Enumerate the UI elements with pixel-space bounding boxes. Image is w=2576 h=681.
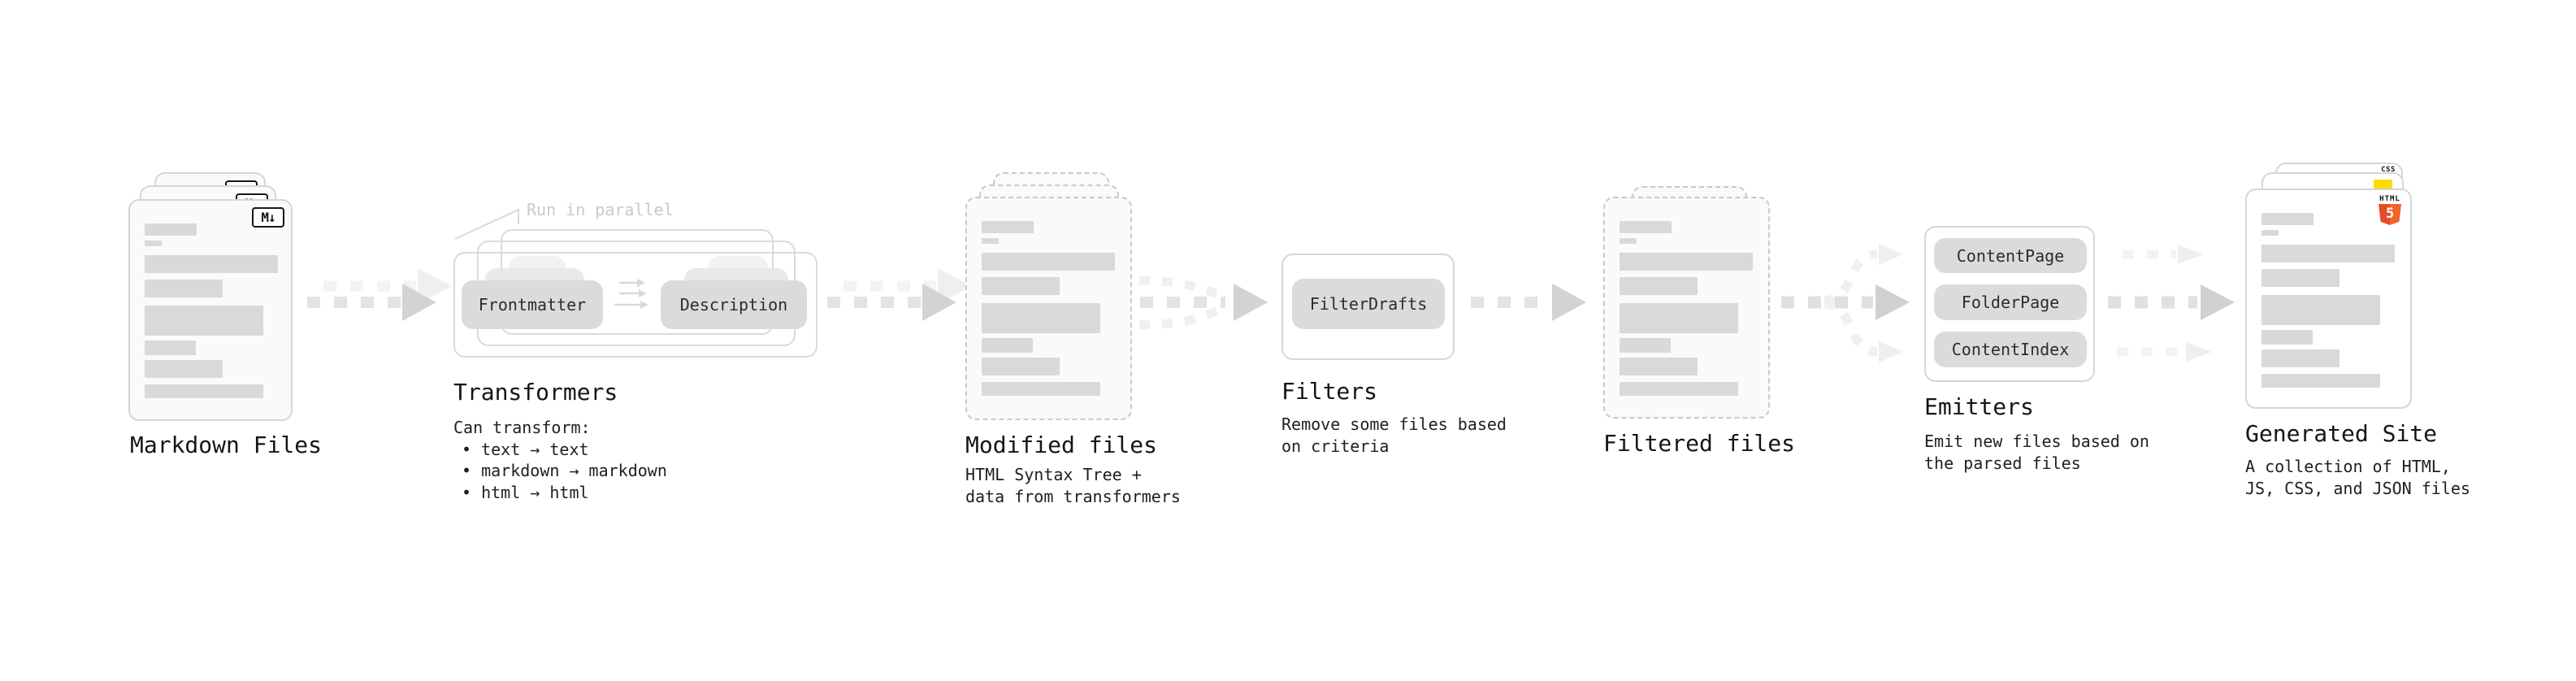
- file-content-placeholder: [2262, 213, 2395, 388]
- description-line: Remove some files based: [1281, 414, 1507, 434]
- description-line: HTML Syntax Tree +: [965, 465, 1142, 484]
- transformer-node-frontmatter: Frontmatter: [462, 280, 603, 329]
- modified-files-description: HTML Syntax Tree + data from transformer…: [965, 464, 1181, 507]
- html5-word: HTML: [2379, 195, 2400, 203]
- transformers-description: Can transform: • text → text • markdown …: [453, 417, 667, 503]
- description-line: A collection of HTML,: [2245, 457, 2451, 476]
- description-line: • html → html: [462, 482, 589, 502]
- filters-description: Remove some files based on criteria: [1281, 414, 1507, 457]
- stage-title-emitters: Emitters: [1924, 393, 2034, 420]
- stage-title-transformers: Transformers: [453, 379, 618, 406]
- emitter-node-contentpage: ContentPage: [1934, 238, 2087, 273]
- description-line: the parsed files: [1924, 453, 2081, 473]
- transformers-box-front: [453, 252, 817, 358]
- description-line: on criteria: [1281, 436, 1390, 456]
- stage-title-filters: Filters: [1281, 378, 1378, 405]
- description-line: JS, CSS, and JSON files: [2245, 478, 2470, 498]
- description-line: Can transform:: [453, 418, 591, 437]
- stage-title-generated-site: Generated Site: [2245, 420, 2438, 447]
- file-content-placeholder: [1620, 221, 1753, 396]
- emitter-node-contentindex: ContentIndex: [1934, 332, 2087, 367]
- run-in-parallel-label: Run in parallel: [527, 200, 674, 219]
- description-line: data from transformers: [965, 486, 1181, 506]
- markdown-icon: M↓: [252, 207, 284, 228]
- emitters-description: Emit new files based on the parsed files: [1924, 431, 2149, 474]
- js-icon: [2374, 180, 2392, 189]
- filter-node-filterdrafts: FilterDrafts: [1292, 279, 1445, 329]
- file-card-front: [965, 197, 1132, 420]
- stage-title-markdown-files: Markdown Files: [130, 432, 323, 458]
- stage-title-modified-files: Modified files: [965, 432, 1158, 458]
- description-line: • text → text: [462, 439, 589, 459]
- file-card-front: [1603, 197, 1770, 419]
- css-label: CSS: [2381, 166, 2396, 174]
- generated-site-description: A collection of HTML, JS, CSS, and JSON …: [2245, 456, 2470, 499]
- transformer-node-description: Description: [661, 280, 807, 329]
- emitter-node-folderpage: FolderPage: [1934, 284, 2087, 320]
- html5-shield: 5: [2379, 204, 2401, 225]
- description-line: • markdown → markdown: [462, 461, 667, 480]
- file-card-front-html: HTML 5: [2245, 189, 2412, 409]
- stage-title-filtered-files: Filtered files: [1603, 430, 1796, 457]
- html5-icon: HTML 5: [2378, 195, 2402, 225]
- file-card-front: M↓: [128, 199, 293, 421]
- file-content-placeholder: [145, 223, 278, 398]
- file-content-placeholder: [982, 221, 1115, 396]
- description-line: Emit new files based on: [1924, 432, 2149, 451]
